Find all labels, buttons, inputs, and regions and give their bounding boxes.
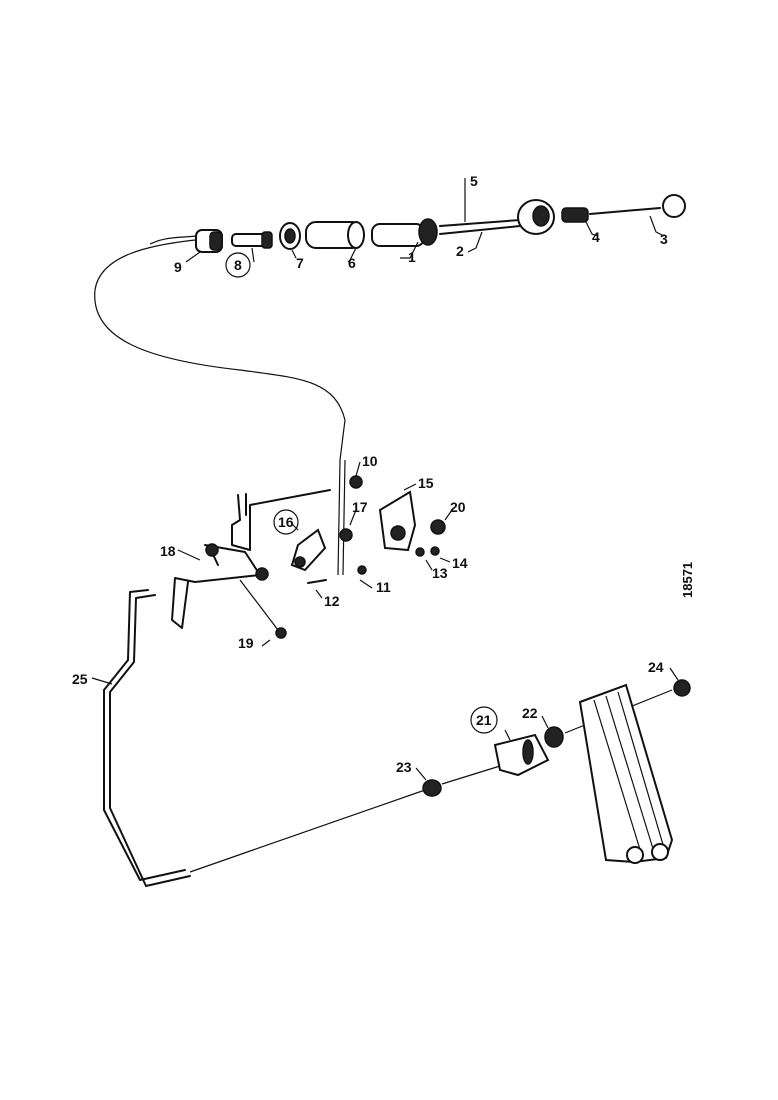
callout-22: 22 xyxy=(522,705,538,721)
callout-7: 7 xyxy=(296,255,304,271)
callout-24: 24 xyxy=(648,659,664,675)
callout-10: 10 xyxy=(362,453,378,469)
callout-14: 14 xyxy=(452,555,468,571)
pedal xyxy=(578,683,674,864)
callout-labels: 1 2 3 4 5 6 7 8 9 10 11 12 13 14 15 16 1… xyxy=(72,173,668,775)
callout-13: 13 xyxy=(432,565,448,581)
callout-25: 25 xyxy=(72,671,88,687)
callout-4: 4 xyxy=(592,229,600,245)
bush-17 xyxy=(339,528,353,542)
bush-22 xyxy=(544,726,564,748)
screw-24 xyxy=(673,679,691,697)
bolt-19 xyxy=(275,627,287,639)
callout-21: 21 xyxy=(470,706,498,734)
bracket-assembly xyxy=(171,459,446,639)
nut-7 xyxy=(279,222,301,250)
clip-10 xyxy=(349,475,363,489)
callout-15: 15 xyxy=(418,475,434,491)
callout-8: 8 xyxy=(225,252,251,278)
callout-2: 2 xyxy=(456,243,464,259)
callout-1: 1 xyxy=(408,249,416,265)
svg-text:16: 16 xyxy=(278,514,294,530)
callout-9: 9 xyxy=(174,259,182,275)
washer-13 xyxy=(415,547,425,557)
nut-23 xyxy=(422,779,442,797)
leader-lines xyxy=(91,178,679,781)
screw-12 xyxy=(307,579,327,584)
callout-23: 23 xyxy=(396,759,412,775)
callout-3: 3 xyxy=(660,231,668,247)
ferrule-8 xyxy=(231,231,273,249)
callout-16: 16 xyxy=(273,509,299,535)
callout-12: 12 xyxy=(324,593,340,609)
nut-20 xyxy=(430,519,446,535)
pedal-assembly xyxy=(103,589,691,887)
lever-16 xyxy=(290,528,327,572)
svg-text:8: 8 xyxy=(234,257,242,273)
housing-1 xyxy=(371,218,438,247)
callout-11: 11 xyxy=(376,579,391,595)
cable-end-9 xyxy=(195,229,223,253)
callout-18: 18 xyxy=(160,543,176,559)
plate-15 xyxy=(378,490,417,552)
reference-number: 18571 xyxy=(680,562,695,598)
callout-19: 19 xyxy=(238,635,254,651)
pin-11 xyxy=(357,565,367,575)
spring-4 xyxy=(561,207,589,223)
rod-2 xyxy=(439,199,555,235)
cable-assembly xyxy=(94,194,686,461)
callout-6: 6 xyxy=(348,255,356,271)
washer-14 xyxy=(430,546,440,556)
callout-20: 20 xyxy=(450,499,466,515)
bracket-21 xyxy=(493,733,550,777)
knob-3 xyxy=(589,194,686,218)
callout-17: 17 xyxy=(352,499,368,515)
callout-5: 5 xyxy=(470,173,478,189)
svg-text:21: 21 xyxy=(476,712,492,728)
sleeve-6 xyxy=(305,221,365,249)
